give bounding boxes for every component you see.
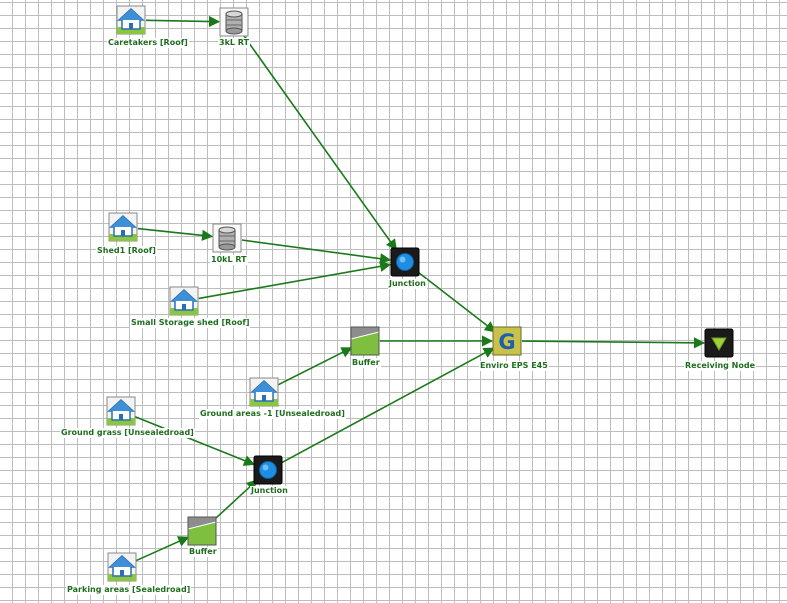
link-rt10-to-junction1[interactable]	[241, 239, 392, 265]
tank-node-3kl[interactable]	[219, 7, 249, 37]
house-icon	[107, 552, 137, 582]
house-icon	[249, 377, 279, 407]
catchment-node-ground-areas[interactable]	[249, 377, 279, 407]
tank-node-10kl[interactable]	[212, 223, 242, 253]
buffer-node-upper[interactable]	[350, 326, 380, 356]
gpt-node-enviro-eps-e45[interactable]: G	[492, 326, 522, 356]
link-junction1-to-gpt[interactable]	[416, 270, 496, 333]
link-junction2-to-gpt[interactable]	[280, 347, 495, 464]
node-label-buffer-lower: Buffer	[188, 547, 218, 557]
link-caretakers-to-rt3[interactable]	[145, 15, 221, 28]
house-icon	[116, 5, 146, 35]
svg-text:G: G	[498, 330, 515, 354]
link-groundgrass-to-junction2[interactable]	[134, 415, 256, 466]
tank-icon	[219, 7, 249, 37]
catchment-node-small-storage-shed[interactable]	[169, 286, 199, 316]
catchment-node-caretakers[interactable]	[116, 5, 146, 35]
node-label-buffer-upper: Buffer	[351, 358, 381, 368]
junction-node-lower[interactable]	[253, 455, 283, 485]
link-buffer2-to-junction2[interactable]	[212, 479, 258, 522]
junction-circle-icon	[253, 455, 283, 485]
junction-node-upper[interactable]	[390, 247, 420, 277]
junction-circle-icon	[390, 247, 420, 277]
link-gpt-to-receiving[interactable]	[521, 337, 706, 349]
node-label-enviro-eps: Enviro EPS E45	[479, 361, 549, 371]
node-label-junction-lower: Junction	[250, 486, 289, 496]
receiving-node-triangle-icon	[704, 328, 734, 358]
house-icon	[169, 286, 199, 316]
house-icon	[108, 212, 138, 242]
link-rt3-to-junction1[interactable]	[242, 33, 397, 251]
node-label-3kl: 3kL RT	[218, 38, 251, 48]
node-label-ground-grass: Ground grass [Unsealedroad]	[60, 428, 195, 438]
buffer-strip-icon	[350, 326, 380, 356]
node-label-junction-upper: Junction	[388, 279, 427, 289]
receiving-node[interactable]	[704, 328, 734, 358]
node-label-receiving: Receiving Node	[684, 361, 757, 371]
tank-icon	[212, 223, 242, 253]
node-label-10kl: 10kL RT	[210, 255, 248, 265]
node-label-ground-areas: Ground areas -1 [Unsealedroad]	[199, 409, 346, 419]
catchment-node-parking-areas[interactable]	[107, 552, 137, 582]
link-groundareas-to-buffer1[interactable]	[277, 347, 353, 386]
node-label-small-storage-shed: Small Storage shed [Roof]	[130, 318, 251, 328]
buffer-node-lower[interactable]	[187, 516, 217, 546]
link-parking-to-buffer2[interactable]	[135, 536, 190, 562]
link-smallshed-to-junction1[interactable]	[198, 260, 392, 300]
catchment-node-ground-grass[interactable]	[106, 396, 136, 426]
node-label-caretakers: Caretakers [Roof]	[107, 38, 189, 48]
link-shed1-to-rt10[interactable]	[137, 227, 214, 241]
house-icon	[106, 396, 136, 426]
node-label-shed1: Shed1 [Roof]	[96, 246, 157, 256]
catchment-node-shed1[interactable]	[108, 212, 138, 242]
node-label-parking-areas: Parking areas [Sealedroad]	[66, 585, 192, 595]
buffer-strip-icon	[187, 516, 217, 546]
gpt-g-icon: G	[492, 326, 522, 356]
